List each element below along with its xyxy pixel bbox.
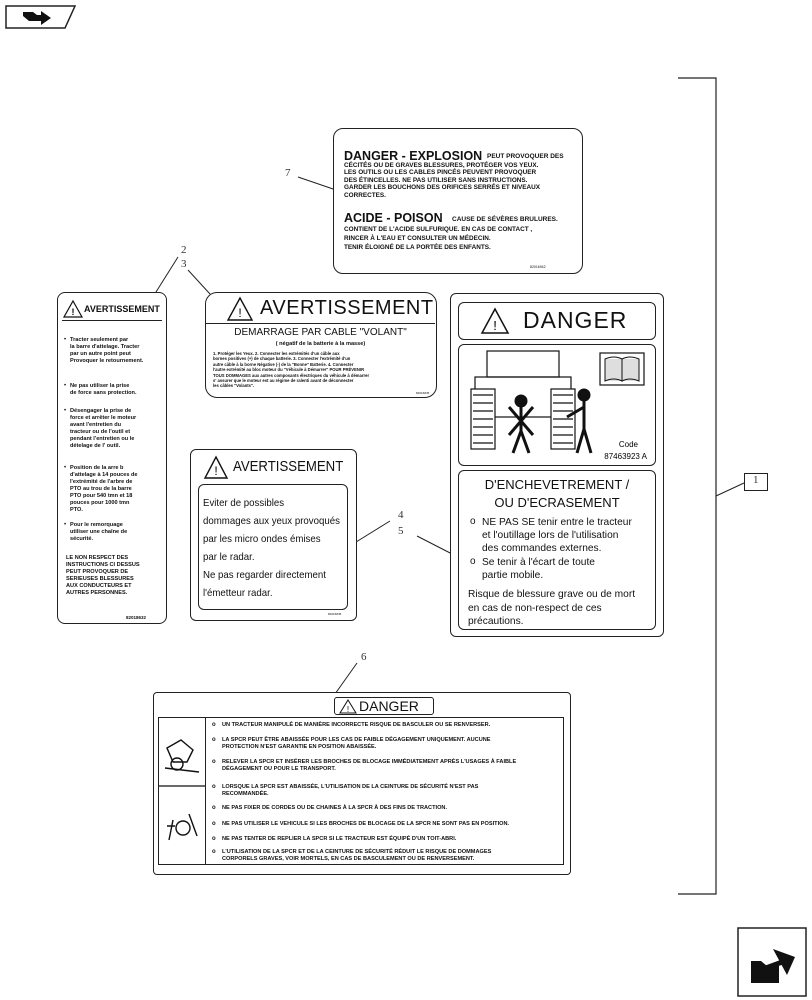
decal2-item-1: Tracter seulement par la barre d'attelag… (70, 337, 144, 364)
decal7-heading-2-rest: CAUSE DE SÉVÈRES BRULURES. (452, 216, 558, 223)
svg-text:!: ! (493, 318, 497, 333)
decal2-title: AVERTISSEMENT (84, 304, 160, 314)
callout-1: 1 (753, 474, 759, 486)
decal2-header: ! AVERTISSEMENT (62, 298, 162, 321)
entanglement-pictogram: Code 87463923 A (470, 350, 648, 461)
callout-2: 2 (181, 244, 187, 256)
decal2-footer: LE NON RESPECT DES INSTRUCTIONS CI DESSU… (66, 555, 140, 596)
decal7-code: 82016942 (530, 265, 546, 269)
decal5-heading: D'ENCHEVETREMENT / OU D'ECRASEMENT (484, 477, 630, 510)
decal-avertissement-tracter[interactable]: ! AVERTISSEMENT Tracter seulement par la… (57, 292, 167, 624)
warning-triangle-icon: ! (480, 307, 510, 334)
warning-triangle-icon: ! (203, 455, 229, 479)
decal2-code: 82018632 (126, 615, 147, 620)
decal3-subtitle: DEMARRAGE PAR CABLE "VOLANT" (234, 327, 407, 338)
decal2-item-5: Pour le remorquage utiliser une chaîne d… (70, 522, 128, 542)
back-button[interactable] (5, 5, 76, 29)
decal2-item-3: Désengager la prise de force et arrêter … (70, 408, 137, 449)
decal6-item: LA SPCR PEUT ÊTRE ABAISSÉE POUR LES CAS … (212, 737, 491, 751)
decal5-pictogram-box: Code 87463923 A (458, 344, 656, 466)
person-standing-icon (566, 388, 593, 454)
callout-5: 5 (398, 525, 404, 537)
callout-4: 4 (398, 509, 404, 521)
decal4-code: 82016845 (328, 612, 342, 616)
decal5-title: DANGER (523, 307, 628, 333)
tractor-rollover-icon (164, 739, 200, 773)
decal-danger-explosion[interactable]: DANGER - EXPLOSION PEUT PROVOQUER DES CÉ… (333, 128, 583, 274)
decal3-code: 82016845 (416, 391, 430, 395)
decal6-item: RELEVER LA SPCR ET INSÉRER LES BROCHES D… (212, 759, 516, 773)
decal7-body-1: CÉCITÉS OU DE GRAVES BLESSURES, PROTÉGER… (344, 162, 541, 199)
forward-button[interactable] (737, 927, 807, 997)
decal7-heading-2: ACIDE - POISON (344, 211, 443, 225)
callout-6: 6 (361, 651, 367, 663)
decal7-body-2: CONTIENT DE L'ACIDE SULFURIQUE. EN CAS D… (344, 226, 533, 251)
rollover-pictograms (159, 739, 205, 841)
decal4-body: Eviter de possibles dommages aux yeux pr… (203, 497, 340, 599)
callout-3: 3 (181, 258, 187, 270)
decal3-note: ( négatif de la batterie à la masse) (275, 341, 366, 347)
decal-danger-spcr[interactable]: ! DANGER UN TRACTEUR MANIPULÉ DE MANIÈRE… (153, 692, 571, 875)
decal6-title: DANGER (359, 698, 419, 714)
decal5-code: 87463923 A (604, 452, 647, 461)
decal5-header: ! DANGER (458, 302, 656, 340)
svg-text:!: ! (214, 464, 217, 478)
decal3-divider (206, 323, 435, 324)
callout-7: 7 (285, 167, 291, 179)
decal7-heading-1-rest: PEUT PROVOQUER DES (487, 153, 564, 160)
decal6-item: NE PAS TENTER DE REPLIER LA SPCR SI LE T… (212, 836, 456, 843)
decal4-message-box (198, 484, 348, 610)
decal7-heading-1: DANGER - EXPLOSION (344, 149, 483, 163)
decal6-item: LORSQUE LA SPCR EST ABAISSÉE, L'UTILISAT… (212, 784, 478, 798)
decal6-item: L'UTILISATION DE LA SPCR ET DE LA CEINTU… (212, 849, 491, 863)
decal3-body: 1. Protéger les Yeux. 2. Connecter les e… (213, 351, 370, 389)
decal2-item-4: Position de la arre b d'attelage à 14 po… (70, 465, 138, 513)
svg-text:!: ! (72, 307, 75, 317)
decal6-item: NE PAS FIXER DE CORDES OU DE CHAINES À L… (212, 805, 447, 812)
decal-danger-enchevetrement[interactable]: ! DANGER (450, 293, 664, 637)
svg-text:!: ! (347, 705, 349, 714)
decal2-item-2: Ne pas utiliser la prise de force sans p… (70, 383, 137, 396)
decal6-item: NE PAS UTILISER LE VEHICULE SI LES BROCH… (212, 821, 509, 828)
decal6-header: ! DANGER (334, 697, 434, 715)
warning-triangle-icon: ! (226, 296, 254, 321)
callout-box-1[interactable] (744, 473, 768, 491)
page-forward-icon (737, 927, 807, 997)
decal6-icon-panel (158, 717, 206, 865)
decal5-bullet-1: NE PAS SE tenir entre le tracteur et l'o… (482, 517, 632, 554)
decal5-bullet-2: Se tenir à l'écart de toute partie mobil… (482, 557, 595, 581)
manual-book-icon (599, 352, 645, 386)
decal4-title: AVERTISSEMENT (233, 458, 344, 475)
tractor-rear-icon (470, 350, 576, 450)
page-back-icon (5, 5, 76, 29)
decal5-code-label: Code (619, 440, 639, 449)
decal-avertissement-radar[interactable]: ! AVERTISSEMENT Eviter de possibles domm… (190, 449, 357, 621)
decal3-title: AVERTISSEMENT (260, 297, 434, 319)
warning-triangle-icon: ! (62, 299, 84, 318)
svg-text:!: ! (238, 306, 241, 320)
decal6-item: UN TRACTEUR MANIPULÉ DE MANIÈRE INCORREC… (212, 722, 490, 729)
decal5-footer: Risque de blessure grave ou de mort en c… (468, 589, 636, 627)
rops-pin-icon (167, 813, 198, 841)
warning-triangle-icon: ! (339, 699, 357, 714)
decal-avertissement-demarrage[interactable]: ! AVERTISSEMENT DEMARRAGE PAR CABLE "VOL… (205, 292, 437, 398)
decal6-text-panel (206, 717, 564, 865)
person-crushed-icon (507, 394, 535, 454)
decal5-text-box (458, 470, 656, 630)
